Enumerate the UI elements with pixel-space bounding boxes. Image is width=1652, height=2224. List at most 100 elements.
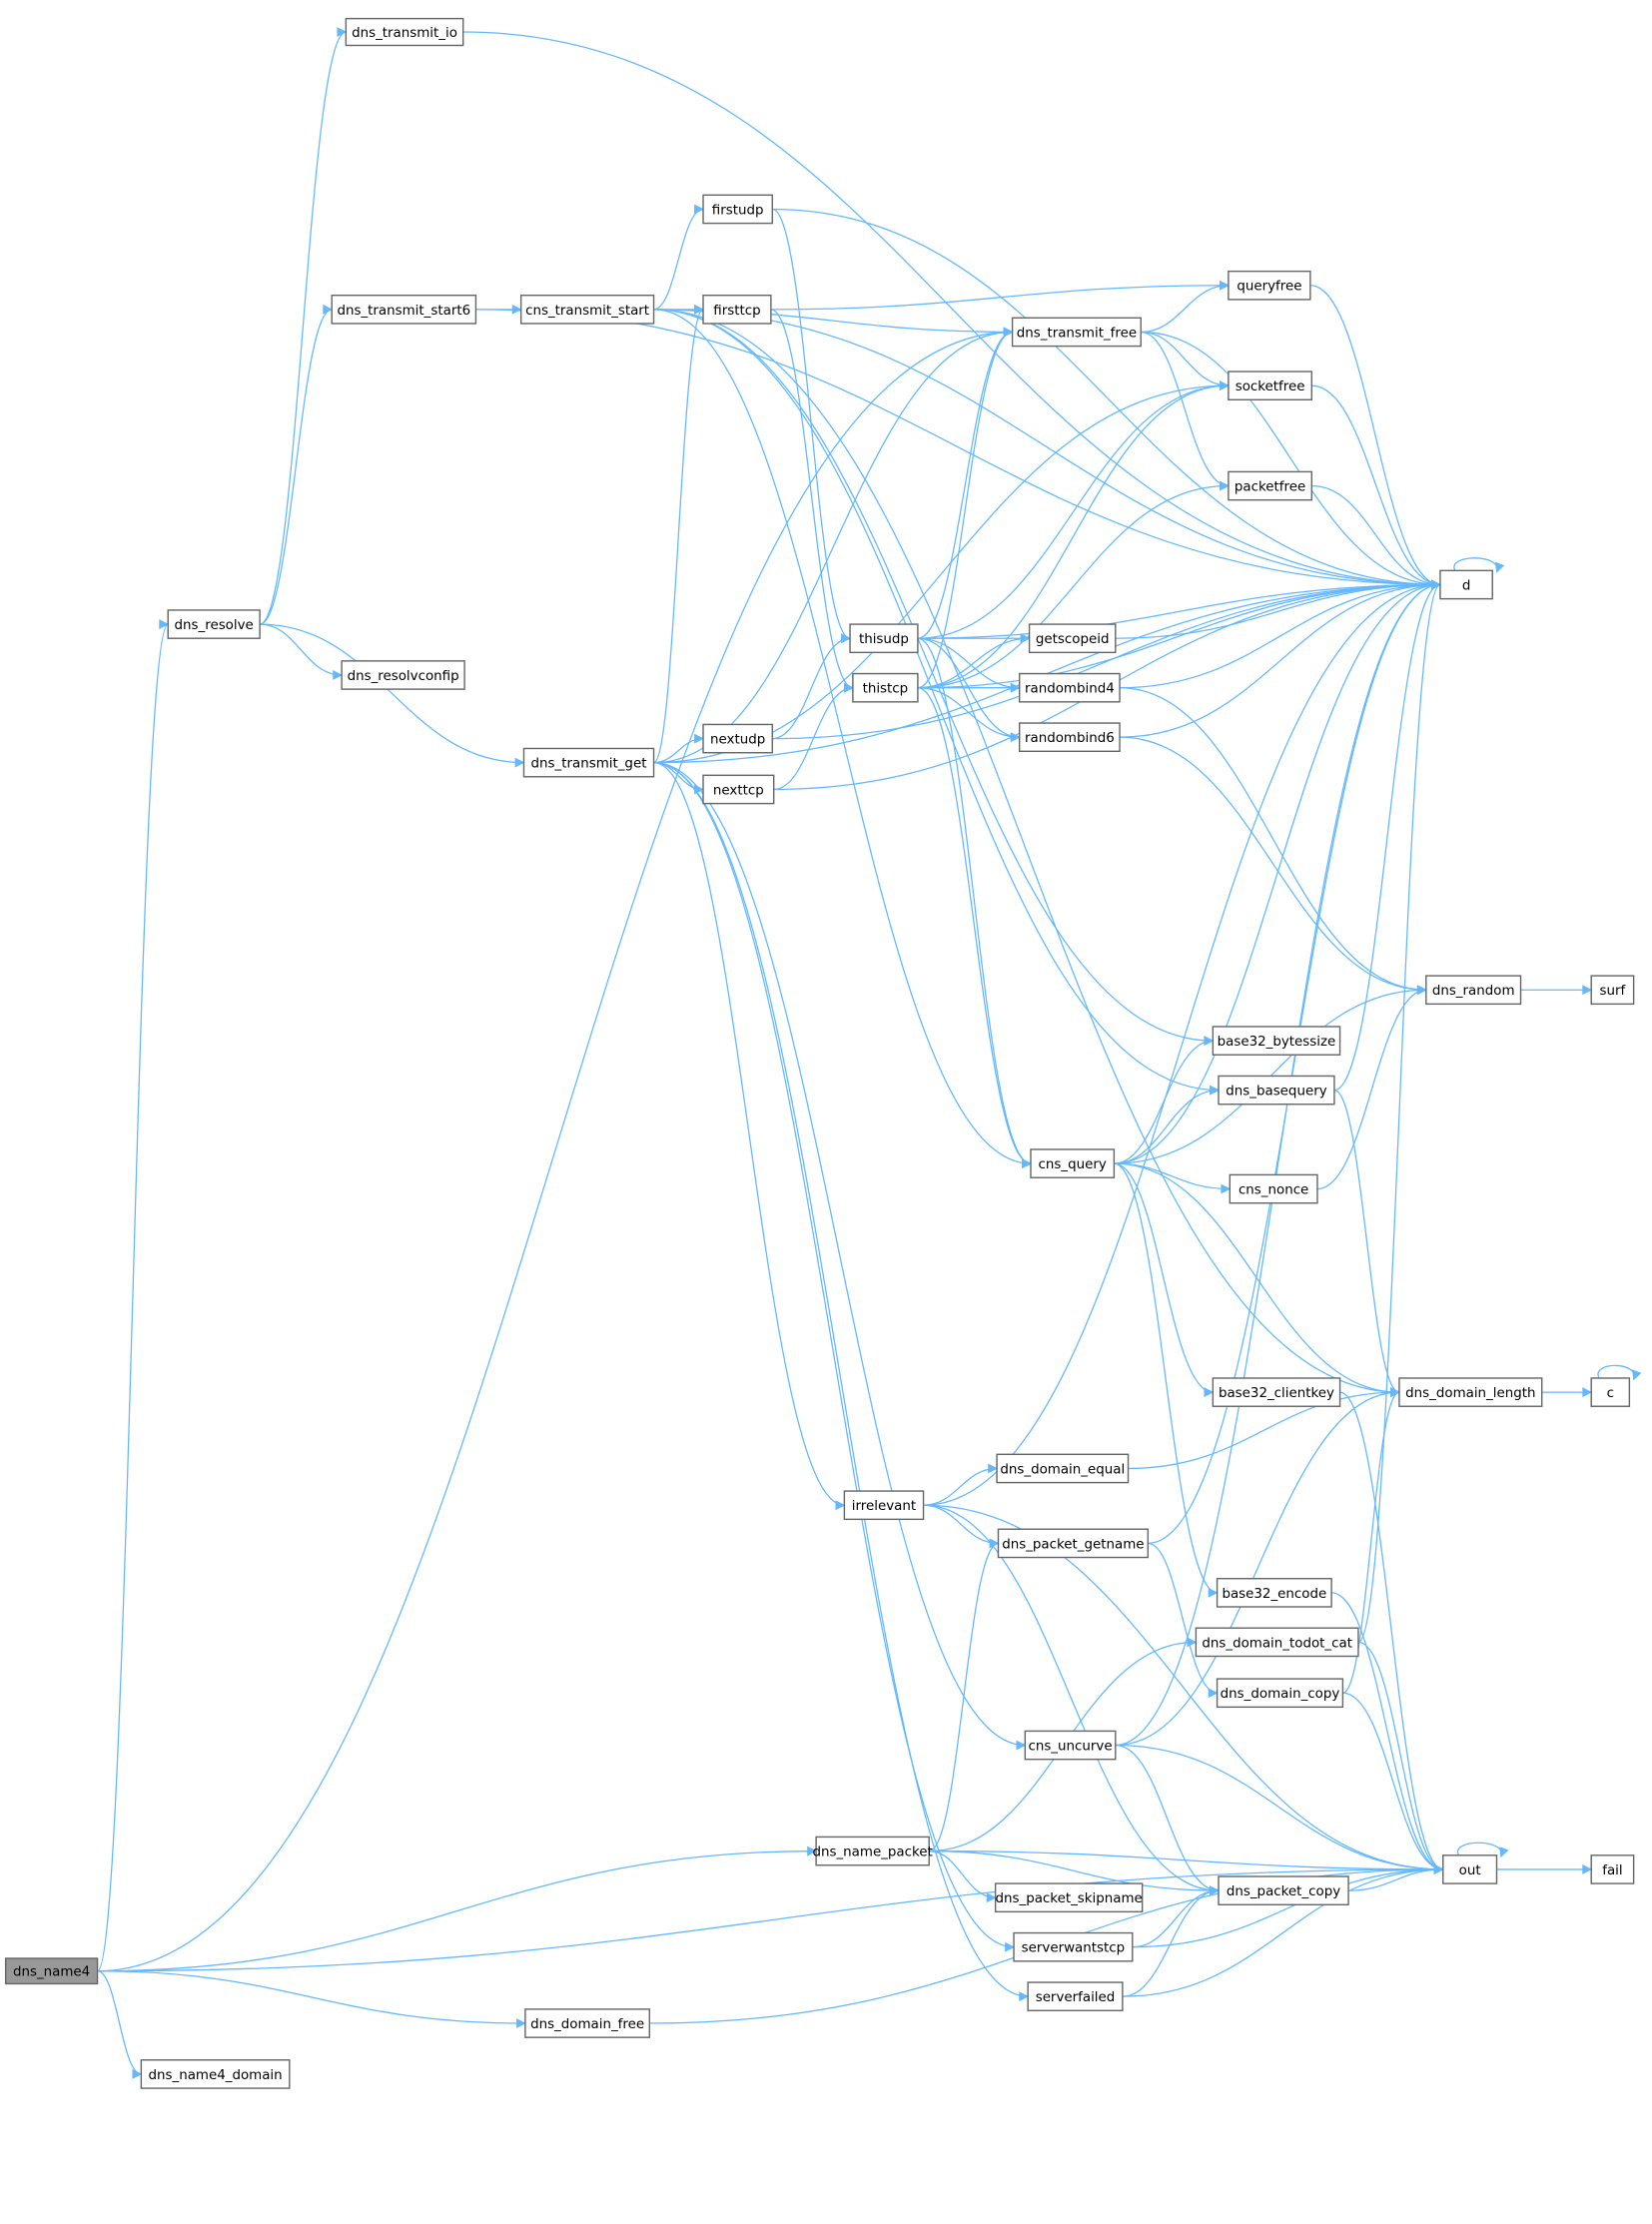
- edge-cns_nonce-to-dns_random: [1316, 985, 1427, 1190]
- node-box: [815, 1836, 930, 1866]
- node-c[interactable]: c: [1590, 1377, 1631, 1407]
- node-label: dns_packet_copy: [1227, 1884, 1340, 1899]
- node-box: [1212, 1377, 1341, 1407]
- node-firstudp[interactable]: firstudp: [702, 194, 773, 225]
- node-box: [1590, 1854, 1635, 1884]
- node-dns-transmit-free[interactable]: dns_transmit_free: [1011, 317, 1142, 348]
- edge-cns_transmit_start-to-firstudp: [653, 204, 704, 311]
- node-dns-name4[interactable]: dns_name4: [4, 1957, 99, 1985]
- node-firsttcp[interactable]: firsttcp: [702, 294, 772, 325]
- node-packetfree[interactable]: packetfree: [1228, 470, 1313, 501]
- node-box: [1216, 1678, 1344, 1709]
- edge-dns_transmit_free-to-socketfree: [1141, 331, 1230, 391]
- edge-thistcp-to-dns_transmit_free: [917, 327, 1014, 689]
- edge-cns_transmit_start-to-dns_domain_length: [653, 309, 1400, 1398]
- edge-cns_uncurve-to-d: [1115, 579, 1441, 1747]
- node-label: firstudp: [712, 203, 764, 218]
- edge-dns_name4-to-dns_resolve: [97, 619, 170, 1972]
- node-dns-domain-equal[interactable]: dns_domain_equal: [996, 1453, 1130, 1484]
- edge-dns_resolve-to-dns_resolvconfip: [260, 623, 344, 680]
- edge-cns_uncurve-to-dns_domain_length: [1115, 1387, 1400, 1747]
- edge-firstudp-to-d: [772, 208, 1441, 590]
- edge-dns_name_packet-to-dns_packet_getname: [929, 1538, 1000, 1853]
- node-base32-bytessize[interactable]: base32_bytessize: [1212, 1026, 1341, 1056]
- node-serverwantstcp[interactable]: serverwantstcp: [1013, 1931, 1134, 1962]
- node-serverfailed[interactable]: serverfailed: [1027, 1981, 1124, 2012]
- edge-dns_transmit_free-to-d: [1141, 331, 1441, 590]
- node-dns-packet-getname[interactable]: dns_packet_getname: [997, 1528, 1150, 1559]
- node-dns-name-packet[interactable]: dns_name_packet: [812, 1836, 933, 1866]
- node-thistcp[interactable]: thistcp: [852, 672, 919, 703]
- node-label: dns_resolve: [175, 618, 254, 633]
- node-box: [1229, 1173, 1318, 1204]
- node-box: [1212, 1026, 1341, 1056]
- node-label: randombind4: [1025, 682, 1115, 697]
- node-socketfree[interactable]: socketfree: [1228, 371, 1313, 401]
- edge-cns_query-to-base32_clientkey: [1114, 1162, 1215, 1398]
- node-thisudp[interactable]: thisudp: [849, 623, 919, 654]
- edge-dns_name4-to-dns_name4_domain: [97, 1970, 143, 2079]
- node-box: [1028, 623, 1117, 654]
- node-label: dns_name_packet: [812, 1846, 932, 1860]
- edge-nexttcp-to-thistcp: [773, 682, 854, 791]
- edge-packetfree-to-d: [1311, 484, 1441, 590]
- node-out[interactable]: out: [1442, 1854, 1498, 1884]
- node-getscopeid[interactable]: getscopeid: [1028, 623, 1117, 654]
- node-dns-transmit-get[interactable]: dns_transmit_get: [522, 747, 655, 778]
- node-dns-transmit-io[interactable]: dns_transmit_io: [345, 17, 464, 47]
- node-surf[interactable]: surf: [1590, 975, 1635, 1006]
- node-dns-domain-copy[interactable]: dns_domain_copy: [1216, 1678, 1344, 1709]
- node-cns-transmit-start[interactable]: cns_transmit_start: [519, 294, 655, 325]
- edge-dns_transmit_get-to-serverwantstcp: [653, 761, 1016, 1952]
- node-box: [345, 17, 464, 47]
- node-dns-domain-length[interactable]: dns_domain_length: [1398, 1377, 1543, 1407]
- edge-serverwantstcp-to-dns_packet_copy: [1132, 1885, 1220, 1948]
- node-dns-basequery[interactable]: dns_basequery: [1218, 1075, 1335, 1106]
- node-dns-name4-domain[interactable]: dns_name4_domain: [140, 2059, 291, 2089]
- node-box: [1228, 470, 1313, 501]
- edge-randombind4-to-d: [1120, 579, 1441, 689]
- node-cns-query[interactable]: cns_query: [1030, 1148, 1116, 1178]
- node-label: cns_nonce: [1239, 1182, 1308, 1197]
- node-label: fail: [1602, 1863, 1622, 1878]
- node-label: getscopeid: [1036, 632, 1110, 647]
- node-dns-packet-copy[interactable]: dns_packet_copy: [1218, 1875, 1349, 1905]
- edge-dns_name4-to-dns_domain_free: [97, 1970, 526, 2028]
- edge-dns_transmit_start6-to-d: [475, 309, 1441, 590]
- node-base32-clientkey[interactable]: base32_clientkey: [1212, 1377, 1341, 1407]
- node-fail[interactable]: fail: [1590, 1854, 1635, 1884]
- node-irrelevant[interactable]: irrelevant: [843, 1490, 925, 1521]
- node-dns-domain-todot-cat[interactable]: dns_domain_todot_cat: [1195, 1627, 1359, 1658]
- node-dns-packet-skipname[interactable]: dns_packet_skipname: [994, 1882, 1144, 1913]
- node-cns-nonce[interactable]: cns_nonce: [1229, 1173, 1318, 1204]
- node-label: dns_domain_copy: [1221, 1687, 1340, 1702]
- node-dns-resolve[interactable]: dns_resolve: [167, 609, 261, 639]
- node-cns-uncurve[interactable]: cns_uncurve: [1024, 1730, 1117, 1761]
- node-randombind4[interactable]: randombind4: [1018, 672, 1121, 703]
- edge-d-to-d: [1453, 557, 1505, 573]
- node-dns-transmit-start6[interactable]: dns_transmit_start6: [331, 294, 477, 325]
- edge-cns_query-to-dns_basequery: [1114, 1085, 1220, 1164]
- edge-serverwantstcp-to-out: [1132, 1863, 1444, 1948]
- edge-dns_transmit_io-to-d: [462, 31, 1441, 590]
- edge-cns_query-to-d: [1114, 579, 1441, 1164]
- node-box: [1011, 317, 1142, 348]
- node-nextudp[interactable]: nextudp: [702, 723, 773, 754]
- node-label: cns_uncurve: [1029, 1739, 1113, 1754]
- node-label: dns_domain_length: [1405, 1386, 1535, 1401]
- node-label: d: [1462, 578, 1471, 593]
- node-box: [331, 294, 477, 325]
- node-dns-random[interactable]: dns_random: [1425, 975, 1522, 1006]
- node-queryfree[interactable]: queryfree: [1228, 270, 1311, 301]
- node-box: [1027, 1981, 1124, 2012]
- edge-irrelevant-to-out: [923, 1504, 1444, 1874]
- node-d[interactable]: d: [1439, 569, 1493, 600]
- node-dns-resolvconfip[interactable]: dns_resolvconfip: [341, 660, 465, 690]
- node-randombind6[interactable]: randombind6: [1018, 722, 1121, 753]
- node-nexttcp[interactable]: nexttcp: [702, 774, 775, 805]
- node-base32-encode[interactable]: base32_encode: [1216, 1578, 1332, 1608]
- node-box: [341, 660, 465, 690]
- edge-dns_name_packet-to-out: [929, 1850, 1444, 1874]
- nodes: dns_name4 dns_resolve dns_transmit_io dns_t…: [4, 17, 1635, 2089]
- node-dns-domain-free[interactable]: dns_domain_free: [524, 2008, 650, 2038]
